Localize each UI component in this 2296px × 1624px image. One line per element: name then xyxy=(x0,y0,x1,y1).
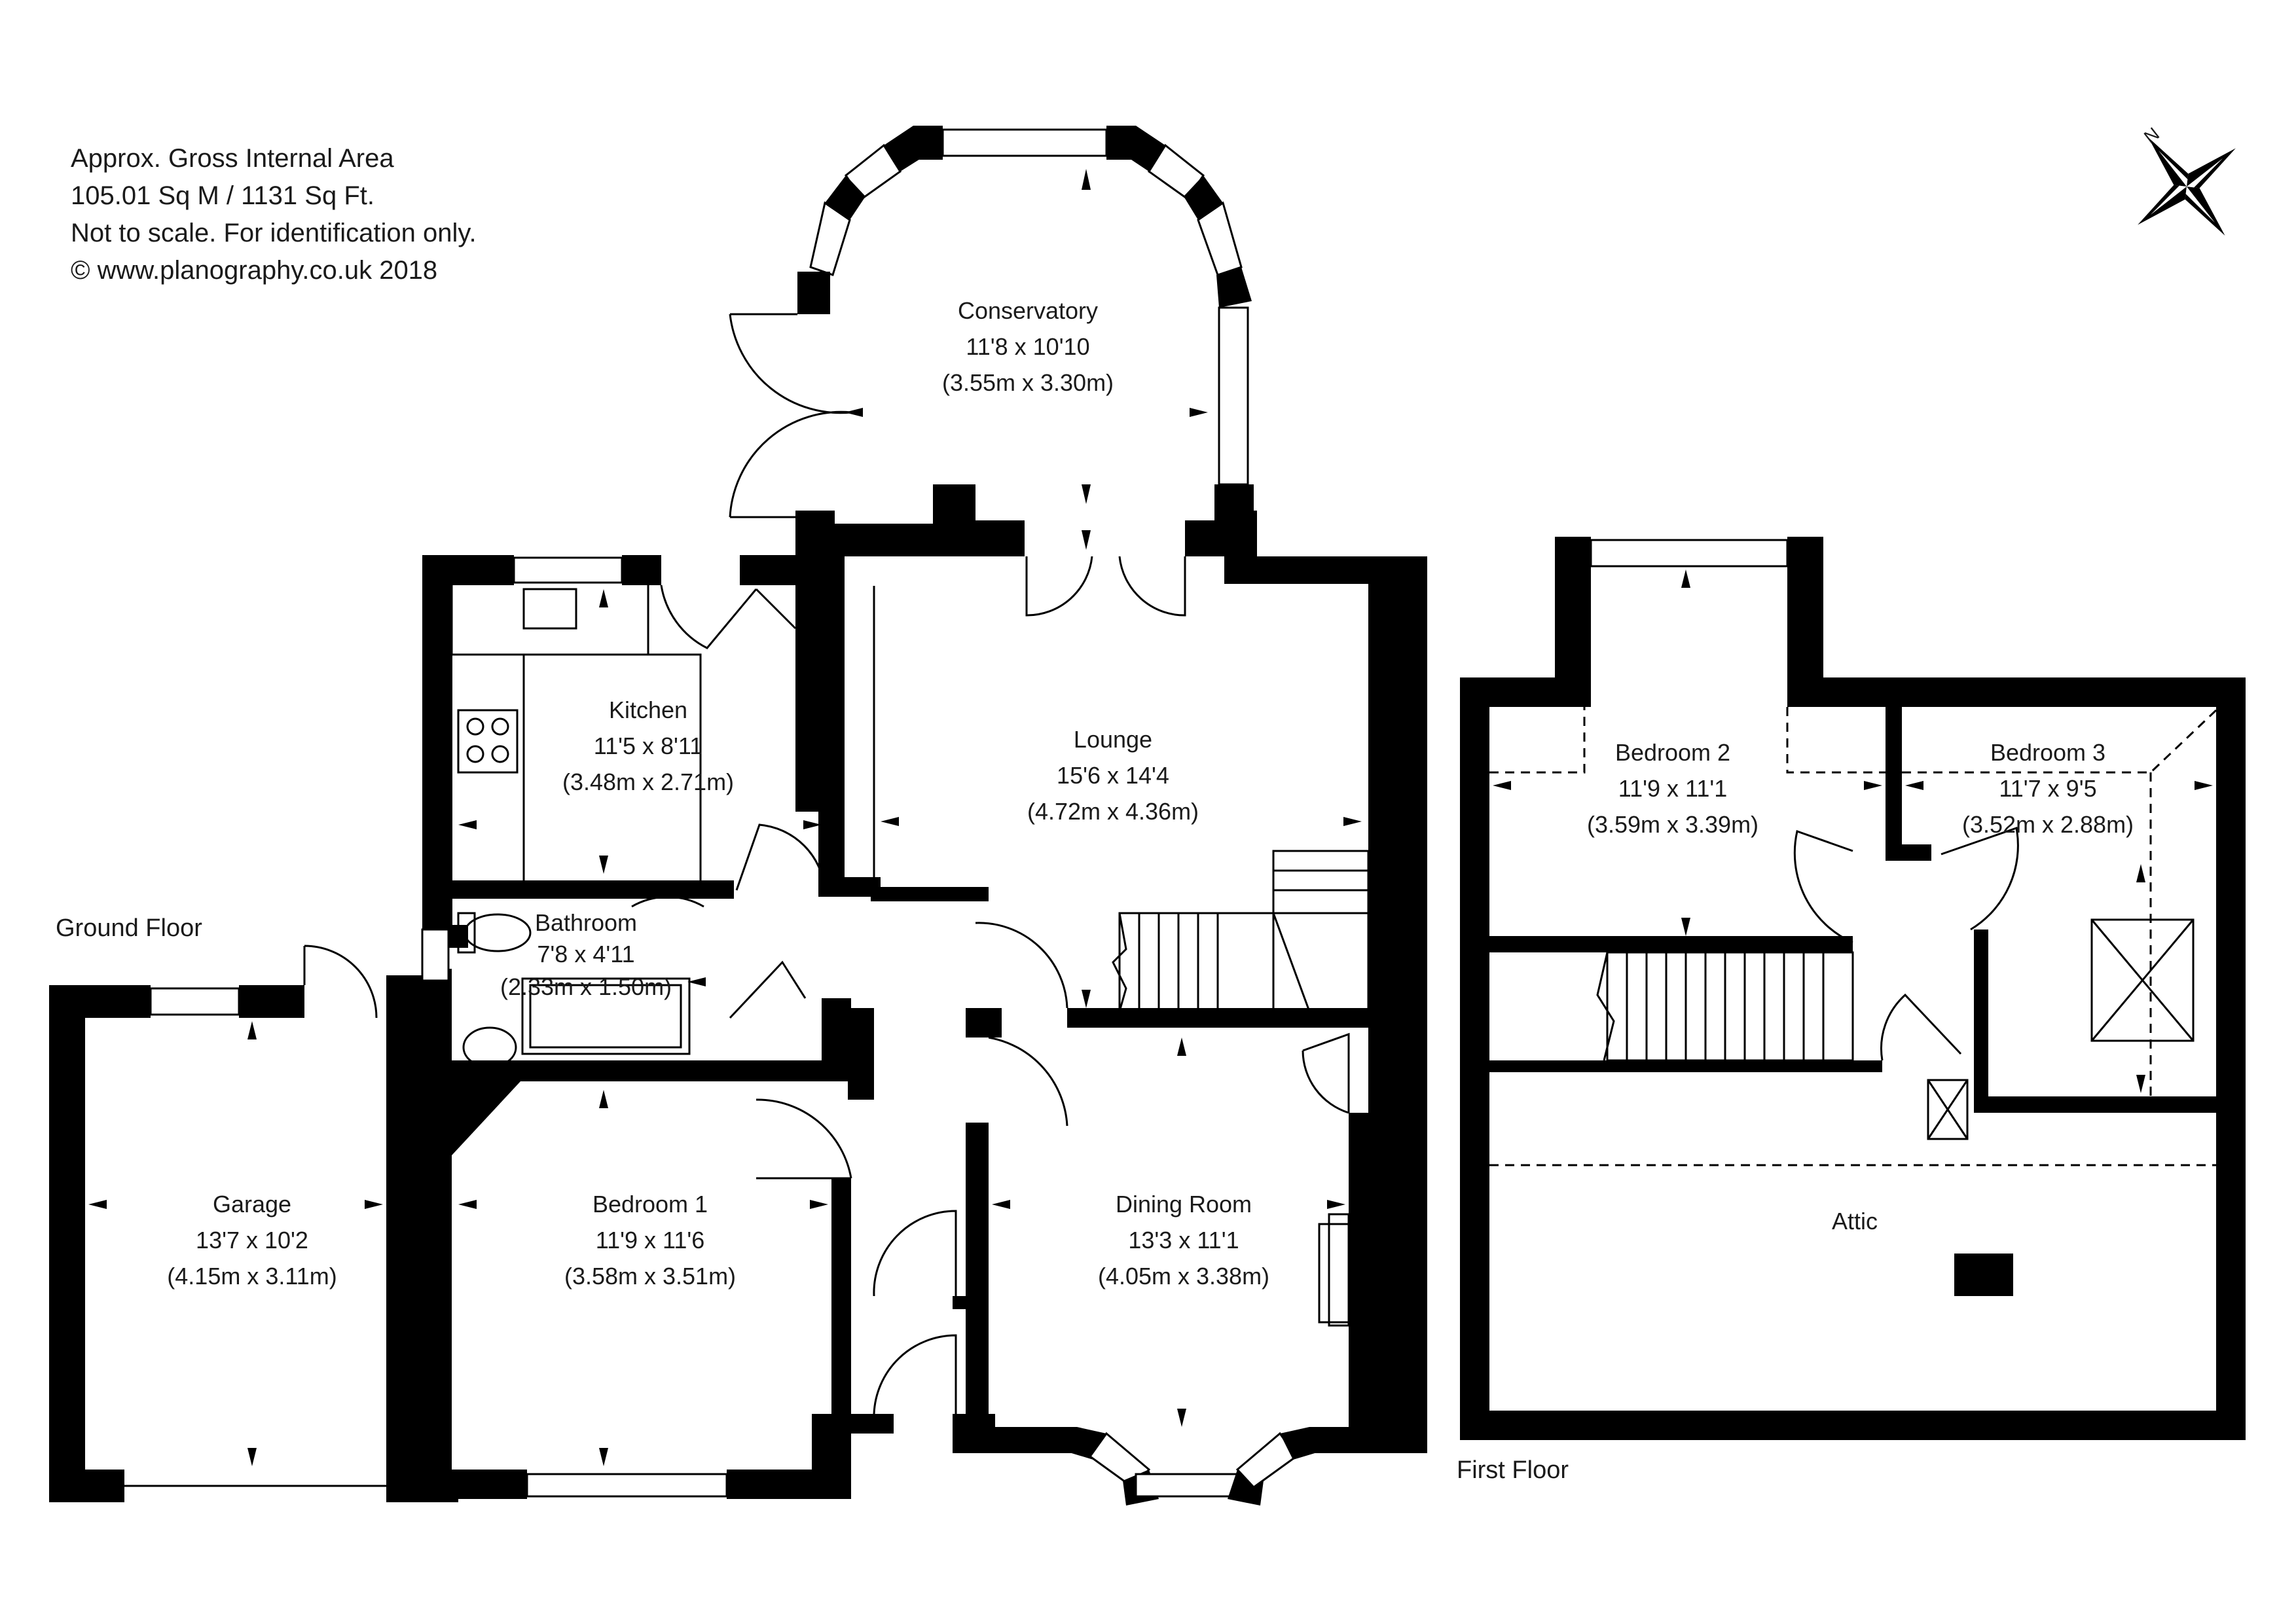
first-floor-walls xyxy=(1460,537,2246,1440)
gross-area-value: 105.01 Sq M / 1131 Sq Ft. xyxy=(71,181,374,210)
kitchen-imperial: 11'5 x 8'11 xyxy=(594,732,703,759)
room-garage: Garage 13'7 x 10'2 (4.15m x 3.11m) xyxy=(167,1191,337,1290)
area-info: Approx. Gross Internal Area 105.01 Sq M … xyxy=(71,144,477,285)
scale-note: Not to scale. For identification only. xyxy=(71,219,477,247)
dining-fireplace xyxy=(1318,1223,1350,1324)
first-floor-stairs xyxy=(1596,951,1854,1062)
kitchen-name: Kitchen xyxy=(609,696,687,723)
conservatory-metric: (3.55m x 3.30m) xyxy=(942,369,1114,396)
garage-imperial: 13'7 x 10'2 xyxy=(196,1227,308,1254)
ground-arrows xyxy=(88,169,1362,1466)
bathroom-metric: (2.33m x 1.50m) xyxy=(500,973,672,1000)
room-bathroom: Bathroom 7'8 x 4'11 (2.33m x 1.50m) xyxy=(500,909,672,1000)
first-floor-dashed-lines xyxy=(1489,707,2217,1166)
room-bedroom-3: Bedroom 3 11'7 x 9'5 (3.52m x 2.88m) xyxy=(1962,739,2134,838)
bathroom-name: Bathroom xyxy=(535,909,637,936)
bedroom-3-metric: (3.52m x 2.88m) xyxy=(1962,811,2134,838)
room-conservatory: Conservatory 11'8 x 10'10 (3.55m x 3.30m… xyxy=(942,297,1114,396)
room-kitchen: Kitchen 11'5 x 8'11 (3.48m x 2.71m) xyxy=(562,696,734,795)
compass-icon xyxy=(2138,137,2236,236)
bedroom-2-imperial: 11'9 x 11'1 xyxy=(1618,775,1728,802)
dining-name: Dining Room xyxy=(1116,1191,1252,1218)
lounge-imperial: 15'6 x 14'4 xyxy=(1057,762,1169,789)
ground-floor xyxy=(49,126,1427,1506)
conservatory-name: Conservatory xyxy=(958,297,1098,324)
room-bedroom-1: Bedroom 1 11'9 x 11'6 (3.58m x 3.51m) xyxy=(564,1191,736,1290)
attic-name: Attic xyxy=(1832,1208,1878,1235)
garage-metric: (4.15m x 3.11m) xyxy=(167,1263,337,1290)
first-floor-label: First Floor xyxy=(1457,1456,1569,1484)
bedroom-1-imperial: 11'9 x 11'6 xyxy=(596,1227,705,1254)
bedroom-2-name: Bedroom 2 xyxy=(1615,739,1730,766)
room-bedroom-2: Bedroom 2 11'9 x 11'1 (3.59m x 3.39m) xyxy=(1587,739,1758,838)
copyright: © www.planography.co.uk 2018 xyxy=(71,256,437,285)
room-lounge: Lounge 15'6 x 14'4 (4.72m x 4.36m) xyxy=(1027,726,1199,825)
main-walls xyxy=(386,484,1427,1506)
bedroom-1-metric: (3.58m x 3.51m) xyxy=(564,1263,736,1290)
garage-name: Garage xyxy=(213,1191,291,1218)
bedroom-3-name: Bedroom 3 xyxy=(1990,739,2105,766)
bathroom-fittings xyxy=(457,912,807,1068)
lounge-metric: (4.72m x 4.36m) xyxy=(1027,798,1199,825)
garage-walls xyxy=(49,928,458,1502)
room-attic: Attic xyxy=(1832,1208,1878,1235)
lounge-name: Lounge xyxy=(1074,726,1152,753)
first-floor xyxy=(1460,537,2246,1440)
bedroom-3-imperial: 11'7 x 9'5 xyxy=(1999,775,2096,802)
ground-floor-label: Ground Floor xyxy=(56,914,202,942)
kitchen-fittings xyxy=(450,581,797,885)
conservatory-side-doors xyxy=(729,313,852,518)
conservatory-imperial: 11'8 x 10'10 xyxy=(966,333,1089,360)
kitchen-metric: (3.48m x 2.71m) xyxy=(562,768,734,795)
bathroom-imperial: 7'8 x 4'11 xyxy=(537,941,634,967)
bedroom-2-metric: (3.59m x 3.39m) xyxy=(1587,811,1758,838)
room-dining: Dining Room 13'3 x 11'1 (4.05m x 3.38m) xyxy=(1098,1191,1269,1290)
compass-label: N xyxy=(2140,123,2163,147)
first-floor-arrows xyxy=(1493,569,2213,1093)
dining-imperial: 13'3 x 11'1 xyxy=(1128,1227,1239,1254)
ground-stairs xyxy=(873,586,1370,1013)
first-floor-doors xyxy=(1793,827,2195,1296)
bedroom-1-name: Bedroom 1 xyxy=(592,1191,708,1218)
gross-area-title: Approx. Gross Internal Area xyxy=(71,144,394,173)
dining-metric: (4.05m x 3.38m) xyxy=(1098,1263,1269,1290)
conservatory-walls xyxy=(797,126,1254,550)
